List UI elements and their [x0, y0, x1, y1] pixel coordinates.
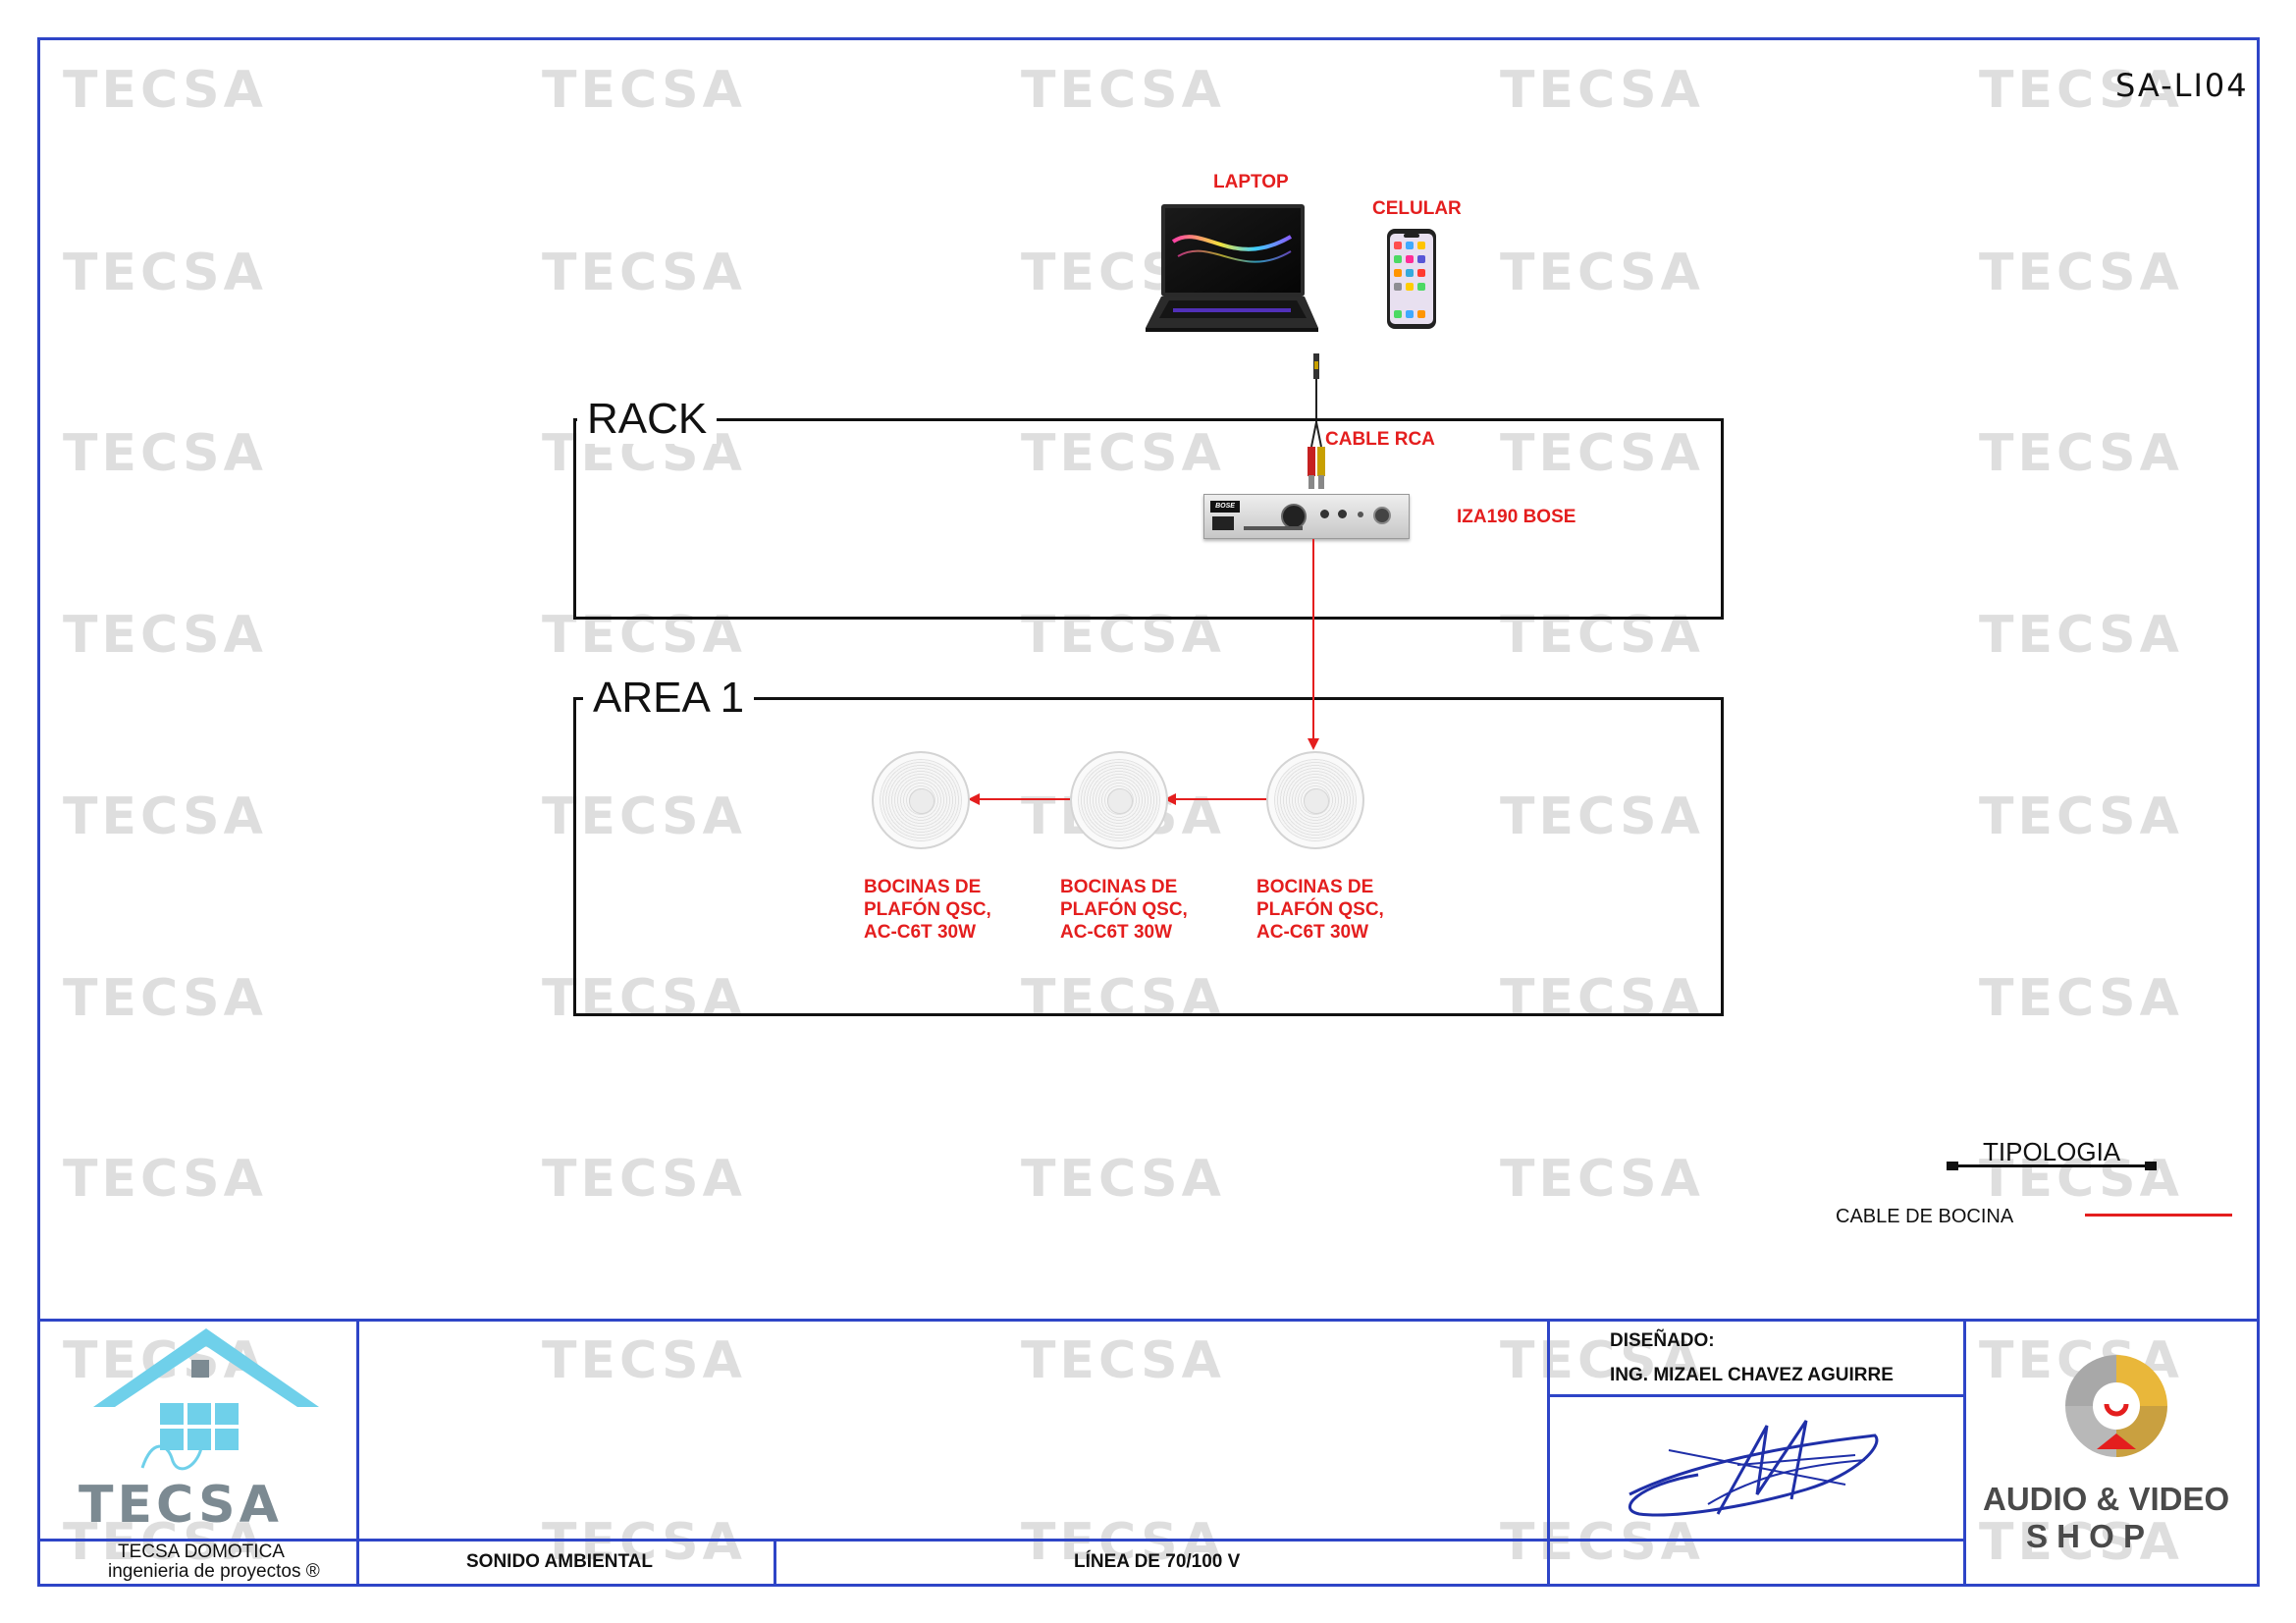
speaker-label: BOCINAS DE PLAFÓN QSC, AC-C6T 30W — [864, 877, 991, 943]
title-block-divider — [356, 1319, 359, 1587]
amp-model-strip — [1244, 526, 1303, 530]
rca-cable — [1308, 353, 1325, 489]
laptop-icon — [1146, 204, 1318, 332]
project-name: SONIDO AMBIENTAL — [466, 1551, 653, 1572]
led-icon — [1358, 512, 1363, 517]
phone-icon — [1387, 229, 1436, 329]
ceiling-speaker-icon — [1070, 751, 1168, 849]
ceiling-speaker-icon — [1266, 751, 1364, 849]
title-block-row-line — [1547, 1394, 1963, 1397]
audio-video-shop-logo-icon — [2065, 1355, 2167, 1457]
area-box — [573, 697, 1724, 1016]
amplifier: BOSE — [1203, 494, 1410, 539]
title-block-divider — [774, 1539, 776, 1587]
company-tagline: ingenieria de proyectos ® — [108, 1561, 320, 1582]
amp-display — [1212, 516, 1234, 530]
tecsa-logo-text: TECSA — [79, 1476, 283, 1535]
cable-label: CABLE RCA — [1325, 429, 1435, 450]
title-block-row-line — [37, 1539, 1963, 1542]
legend-item-label: CABLE DE BOCINA — [1836, 1206, 2014, 1227]
shop-logo-line2: S H O P — [2026, 1518, 2146, 1554]
power-button-icon — [1373, 507, 1391, 524]
sheet-border — [37, 37, 2260, 1587]
input-jack-icon — [1320, 510, 1329, 518]
sheet-code: SA-LI04 — [2115, 67, 2249, 104]
rack-title: RACK — [577, 395, 718, 444]
shop-logo-line1: AUDIO & VIDEO — [1983, 1481, 2230, 1517]
legend-title-underline — [1949, 1164, 2155, 1167]
designer-name: ING. MIZAEL CHAVEZ AGUIRRE — [1610, 1365, 1894, 1385]
signature — [1628, 1420, 1879, 1517]
designed-label: DISEÑADO: — [1610, 1330, 1715, 1351]
phone-label: CELULAR — [1372, 198, 1462, 219]
area-title: AREA 1 — [583, 674, 755, 723]
speaker-label: BOCINAS DE PLAFÓN QSC, AC-C6T 30W — [1060, 877, 1188, 943]
input-jack-icon — [1338, 510, 1347, 518]
tecsa-house-logo-icon — [93, 1328, 319, 1471]
laptop-label: LAPTOP — [1213, 172, 1289, 192]
title-block-divider — [1547, 1319, 1550, 1587]
speaker-label: BOCINAS DE PLAFÓN QSC, AC-C6T 30W — [1256, 877, 1384, 943]
legend-item-line — [2085, 1214, 2232, 1217]
company-name: TECSA DOMOTICA — [118, 1542, 285, 1562]
rack-box — [573, 418, 1724, 620]
title-block-divider — [1963, 1319, 1966, 1587]
amp-label: IZA190 BOSE — [1457, 507, 1576, 527]
line-type: LÍNEA DE 70/100 V — [1074, 1551, 1241, 1572]
legend-title: TIPOLOGIA — [1983, 1137, 2121, 1166]
amp-brand-badge: BOSE — [1210, 501, 1240, 513]
legend-underline-end — [1947, 1162, 1958, 1170]
legend-underline-end — [2145, 1162, 2157, 1170]
ceiling-speaker-icon — [872, 751, 970, 849]
volume-knob-icon — [1281, 504, 1307, 529]
title-block-top-line — [37, 1319, 2260, 1322]
